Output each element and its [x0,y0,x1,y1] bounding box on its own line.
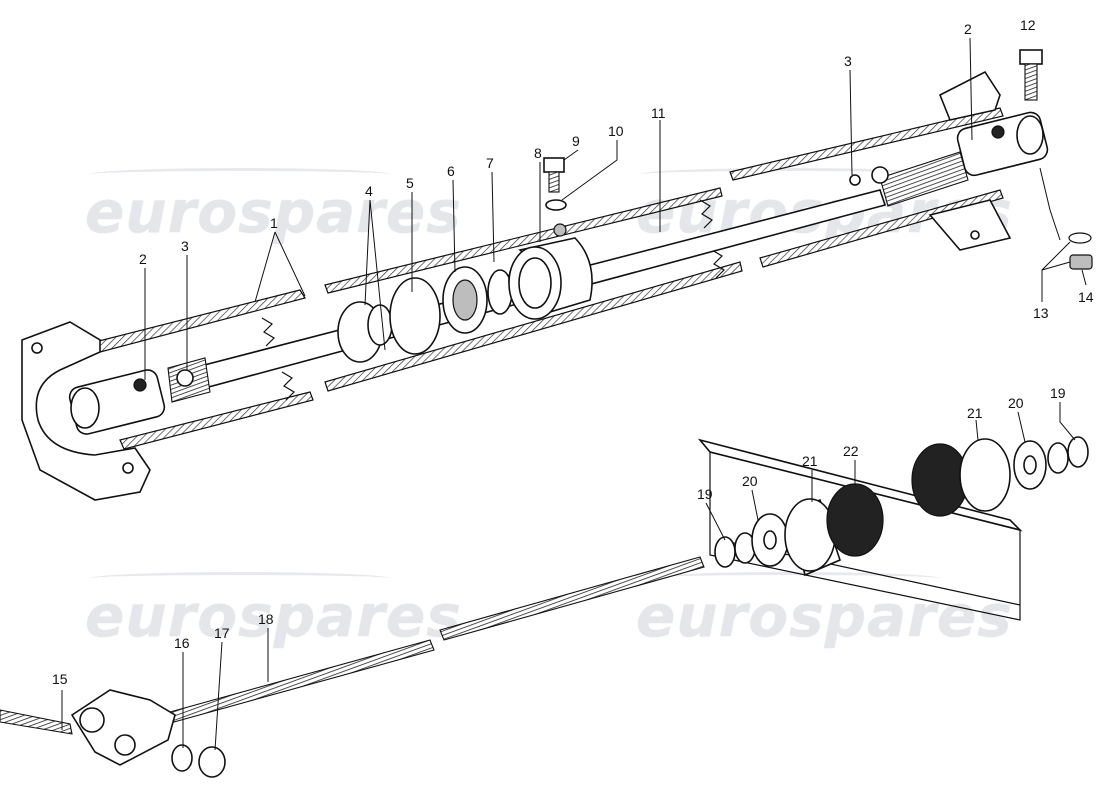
callout-11: 11 [651,105,666,121]
callout-7: 7 [486,155,494,171]
callout-19: 19 [697,486,713,502]
callout-2: 2 [139,251,147,267]
watermark-swoosh [640,168,940,181]
watermark: eurospares [85,178,462,246]
watermark: eurospares [85,582,462,650]
callout-15: 15 [52,671,68,687]
callout-16: 16 [174,635,190,651]
callout-6: 6 [447,163,455,179]
watermark-swoosh [90,572,390,585]
callout-20: 20 [742,473,758,489]
callout-9: 9 [572,133,580,149]
callout-20: 20 [1008,395,1024,411]
callout-1: 1 [270,215,278,231]
bolt-9 [543,157,565,193]
callout-2: 2 [964,21,972,37]
callout-19: 19 [1050,385,1066,401]
washer-13 [1068,232,1092,244]
nut-14 [1069,254,1093,270]
callout-22: 22 [843,443,859,459]
callout-21: 21 [802,453,818,469]
coupling-right [956,111,1049,177]
callout-5: 5 [406,175,414,191]
washer-10 [545,199,567,211]
callout-3: 3 [844,53,852,69]
bearing-assembly [176,166,889,387]
callout-12: 12 [1020,17,1036,33]
callout-4: 4 [365,183,373,199]
callout-labels: 1 2 2 3 3 4 5 6 7 8 9 10 11 12 13 14 15 … [52,17,1094,687]
watermark: eurospares [636,582,1013,650]
steering-column-tube [21,70,1012,501]
threaded-rod [169,556,705,723]
callout-18: 18 [258,611,274,627]
watermark-swoosh [640,572,940,585]
rubber-mounts [714,436,1089,577]
callout-13: 13 [1033,305,1049,321]
coupling-left [68,369,166,435]
callout-21: 21 [967,405,983,421]
callout-3: 3 [181,238,189,254]
callout-8: 8 [534,145,542,161]
bolt-12 [1019,49,1043,101]
leader-lines [61,37,1087,751]
callout-17: 17 [214,625,230,641]
callout-14: 14 [1078,289,1094,305]
watermark-swoosh [90,168,390,181]
callout-10: 10 [608,123,624,139]
clevis-end [0,689,226,778]
